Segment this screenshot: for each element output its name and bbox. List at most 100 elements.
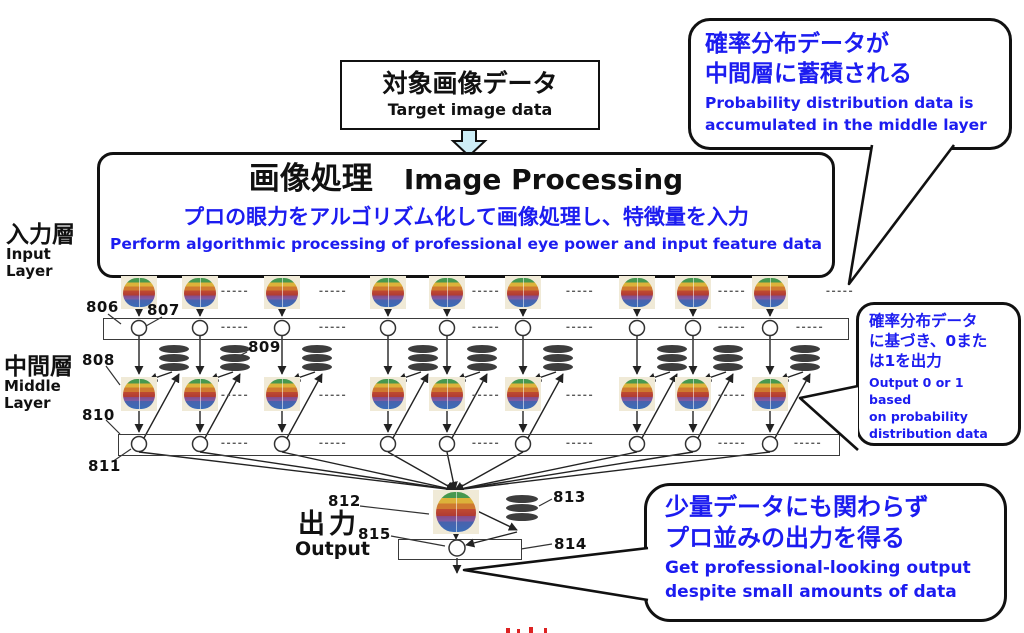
node-circle: [273, 319, 291, 337]
brain-icon: [429, 276, 465, 309]
ellipsis-dashes: -----: [471, 286, 501, 297]
callout-bottom-jp-line2: プロ並みの出力を得る: [665, 524, 905, 552]
wire-line: [527, 373, 564, 439]
database-disk: [543, 354, 573, 362]
ellipsis-dashes: -----: [471, 438, 501, 449]
wire-line: [281, 451, 456, 493]
target-image-data-title-jp: 対象画像データ: [382, 69, 558, 98]
brain-shape: [754, 378, 786, 410]
wire-line: [392, 373, 429, 439]
image-processing-desc-jp: プロの眼力をアルゴリズム化して画像処理し、特徴量を入力: [183, 205, 749, 229]
database-disk: [408, 354, 438, 362]
node-circle: [130, 319, 148, 337]
ref-label-811: 811: [88, 457, 121, 475]
node-circle: [514, 319, 532, 337]
database-icon: [467, 345, 497, 371]
database-disk: [159, 345, 189, 353]
wire-line: [465, 531, 518, 548]
ref-label-815: 815: [358, 525, 391, 543]
database-disk: [543, 345, 573, 353]
database-disk: [657, 354, 687, 362]
callout-middle-layer-accumulation: 確率分布データが 中間層に蓄積される Probability distribut…: [688, 18, 1012, 150]
callout-bottom-jp-line1: 少量データにも関わらず: [665, 493, 929, 521]
database-disk: [506, 513, 538, 521]
brain-icon: [121, 377, 157, 411]
database-disk: [506, 504, 538, 512]
ellipsis-dashes: -----: [220, 438, 250, 449]
wire-line: [774, 373, 811, 439]
brain-shape: [677, 277, 709, 308]
wire-line: [286, 373, 323, 439]
brain-shape: [184, 378, 216, 410]
ellipsis-dashes: -----: [717, 322, 747, 333]
wire-line: [143, 373, 180, 439]
wire-line: [446, 451, 458, 491]
node-circle: [191, 435, 209, 453]
wire-line: [454, 451, 694, 494]
label-pointer-line: [105, 419, 121, 435]
brain-icon: [182, 377, 218, 411]
wire-line: [454, 451, 524, 491]
ref-label-813: 813: [553, 488, 586, 506]
node-circle: [130, 435, 148, 453]
wire-line: [697, 373, 734, 439]
brain-icon: [182, 276, 218, 309]
ellipsis-dashes: -----: [471, 322, 501, 333]
brain-icon: [370, 377, 406, 411]
node-circle: [684, 319, 702, 337]
database-disk: [713, 345, 743, 353]
brain-icon: [619, 276, 655, 309]
brain-icon: [433, 490, 479, 534]
brain-shape: [372, 378, 404, 410]
brain-icon: [675, 276, 711, 309]
brain-icon: [752, 276, 788, 309]
label-pointer-line: [105, 365, 121, 386]
database-icon: [713, 345, 743, 371]
ellipsis-dashes: -----: [318, 390, 348, 401]
brain-shape: [372, 277, 404, 308]
database-icon: [302, 345, 332, 371]
ref-label-814: 814: [554, 535, 587, 553]
database-disk: [220, 363, 250, 371]
database-disk: [220, 345, 250, 353]
wire-line: [199, 451, 456, 494]
brain-shape: [123, 378, 155, 410]
database-disk: [657, 363, 687, 371]
wire-line: [138, 451, 456, 494]
wire-line: [451, 373, 488, 439]
node-circle: [628, 319, 646, 337]
ellipsis-dashes: -----: [795, 322, 825, 333]
ellipsis-dashes: -----: [220, 322, 250, 333]
ellipsis-dashes: -----: [717, 390, 747, 401]
node-circle: [438, 319, 456, 337]
database-disk: [506, 495, 538, 503]
ellipsis-dashes: -----: [318, 438, 348, 449]
callout-right-en-line3: distribution data: [869, 426, 988, 441]
database-disk: [543, 363, 573, 371]
database-disk: [713, 363, 743, 371]
input-layer-label-jp: 入力層: [6, 222, 75, 248]
ellipsis-dashes: -----: [565, 286, 595, 297]
database-disk: [302, 354, 332, 362]
ellipsis-dashes: -----: [565, 438, 595, 449]
database-disk: [159, 363, 189, 371]
ref-label-812: 812: [328, 492, 361, 510]
database-disk: [467, 354, 497, 362]
brain-icon: [752, 377, 788, 411]
brain-icon: [121, 276, 157, 309]
database-disk: [302, 345, 332, 353]
node-circle: [628, 435, 646, 453]
node-circle: [761, 435, 779, 453]
database-disk: [408, 363, 438, 371]
image-processing-desc-en: Perform algorithmic processing of profes…: [109, 235, 823, 253]
callout-professional-output: 少量データにも関わらず プロ並みの出力を得る Get professional-…: [644, 483, 1007, 622]
image-processing-title: 画像処理 Image Processing: [100, 159, 832, 204]
ellipsis-dashes: -----: [793, 438, 823, 449]
ellipsis-dashes: -----: [318, 286, 348, 297]
label-pointer-line: [107, 313, 122, 325]
ref-label-808: 808: [82, 351, 115, 369]
callout-right-jp-line2: に基づき、0また: [869, 332, 988, 350]
node-circle: [761, 319, 779, 337]
callout-bottom-en-line1: Get professional-looking output: [665, 558, 971, 578]
